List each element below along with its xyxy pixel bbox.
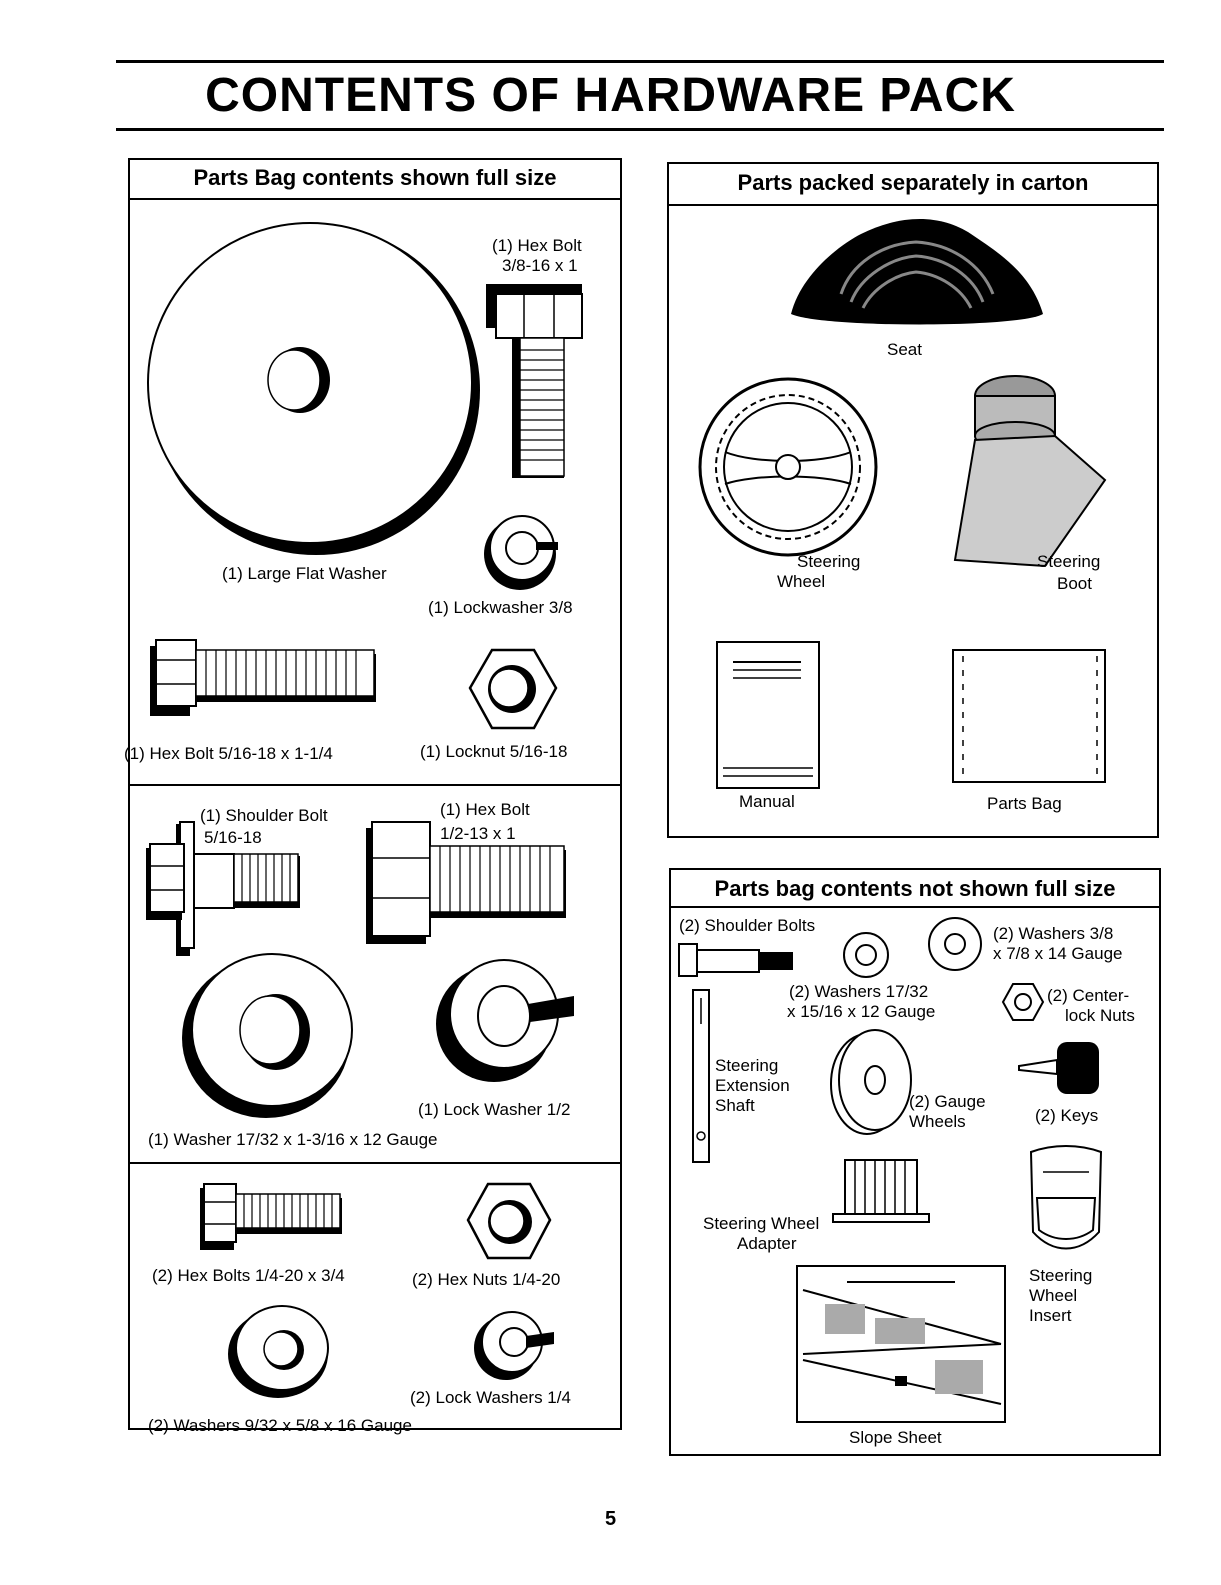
shoulder-bolts-icon: [678, 943, 793, 977]
panel-header-carton: Parts packed separately in carton: [669, 164, 1157, 206]
lock-washer-1-2-icon: [436, 959, 574, 1082]
steering-extension-shaft-icon: [692, 989, 710, 1163]
label-ext-shaft-2: Extension: [715, 1076, 790, 1095]
label-slope-sheet: Slope Sheet: [849, 1428, 942, 1447]
label-seat: Seat: [887, 340, 922, 359]
label-hex-bolt-3-8: (1) Hex Bolt: [492, 236, 582, 255]
label-hex-bolt-1-2: (1) Hex Bolt: [440, 800, 530, 819]
parts-bag-not-full-size-panel: Parts bag contents not shown full size (…: [669, 868, 1161, 1456]
hex-bolt-5-16-icon: [150, 639, 376, 716]
label-centerlock-nuts: (2) Center-: [1047, 986, 1130, 1005]
label-adapter-2: Adapter: [737, 1234, 797, 1253]
washer-17-32-icon: [182, 953, 353, 1118]
label-shoulder-bolt: (1) Shoulder Bolt: [200, 806, 328, 825]
label-ext-shaft: Steering: [715, 1056, 779, 1075]
shoulder-bolt-icon: [146, 821, 300, 956]
label-hex-bolt-1-2-size: 1/2-13 x 1: [440, 824, 516, 843]
parts-bag-full-size-panel: Parts Bag contents shown full size (1) H…: [124, 158, 622, 1435]
hex-nuts-1-4-icon: [466, 1182, 552, 1260]
label-washers-17-32: (2) Washers 17/32: [789, 982, 929, 1001]
panel-header-not-full-size: Parts bag contents not shown full size: [671, 870, 1159, 908]
label-washers-17-32-size: x 15/16 x 12 Gauge: [787, 1002, 936, 1021]
label-steering-boot-2: Boot: [1057, 574, 1092, 593]
label-hex-nuts-1-4: (2) Hex Nuts 1/4-20: [412, 1270, 561, 1289]
centerlock-nuts-icon: [1001, 983, 1045, 1021]
label-gauge-wheels-2: Wheels: [909, 1112, 966, 1131]
label-insert-3: Insert: [1029, 1306, 1072, 1325]
hex-bolt-1-2-icon: [366, 821, 566, 944]
hex-bolts-1-4-icon: [200, 1183, 342, 1250]
lockwasher-3-8-icon: [484, 515, 558, 590]
label-steering-wheel-2: Wheel: [777, 572, 826, 591]
section-divider-2: [130, 1162, 620, 1164]
locknut-5-16-icon: [468, 648, 558, 730]
gauge-wheels-icon: [830, 1029, 912, 1135]
label-steering-wheel: Steering: [797, 552, 861, 571]
label-washers-9-32: (2) Washers 9/32 x 5/8 x 16 Gauge: [148, 1416, 412, 1435]
label-large-flat-washer: (1) Large Flat Washer: [222, 564, 387, 583]
washers-9-32-icon: [228, 1305, 329, 1398]
page-number: 5: [604, 1508, 617, 1530]
lock-washers-1-4-icon: [474, 1311, 554, 1380]
large-flat-washer-icon: [147, 222, 480, 555]
label-ext-shaft-3: Shaft: [715, 1096, 755, 1115]
seat-icon: [791, 219, 1043, 325]
label-lock-washer-1-2: (1) Lock Washer 1/2: [418, 1100, 571, 1119]
slope-sheet-icon: [796, 1265, 1006, 1423]
label-shoulder-bolts: (2) Shoulder Bolts: [679, 916, 816, 935]
label-washers-3-8: (2) Washers 3/8: [993, 924, 1114, 943]
panel-header-full-size: Parts Bag contents shown full size: [130, 160, 620, 200]
steering-wheel-insert-icon: [1029, 1145, 1103, 1250]
label-centerlock-nuts-2: lock Nuts: [1065, 1006, 1135, 1025]
label-manual: Manual: [739, 792, 795, 811]
manual-icon: [716, 641, 820, 789]
label-keys: (2) Keys: [1035, 1106, 1099, 1125]
label-lock-washers-1-4: (2) Lock Washers 1/4: [410, 1388, 571, 1407]
keys-icon: [1018, 1042, 1099, 1094]
parts-bag-icon: [952, 649, 1106, 783]
parts-packed-separately-panel: Parts packed separately in carton Seat S…: [667, 162, 1159, 838]
label-steering-boot: Steering: [1037, 552, 1101, 571]
label-hex-bolts-1-4: (2) Hex Bolts 1/4-20 x 3/4: [152, 1266, 345, 1285]
washers-3-8-icon: [928, 917, 982, 971]
label-parts-bag: Parts Bag: [987, 794, 1062, 813]
page-title: CONTENTS OF HARDWARE PACK: [205, 69, 1016, 122]
top-rule: [116, 60, 1164, 63]
steering-boot-icon: [953, 375, 1107, 568]
steering-wheel-adapter-icon: [832, 1159, 930, 1223]
label-hex-bolt-5-16: (1) Hex Bolt 5/16-18 x 1-1/4: [124, 744, 333, 763]
label-insert-2: Wheel: [1029, 1286, 1078, 1305]
label-hex-bolt-3-8-size: 3/8-16 x 1: [502, 256, 578, 275]
steering-wheel-icon: [698, 377, 878, 557]
label-washer-17-32: (1) Washer 17/32 x 1-3/16 x 12 Gauge: [148, 1130, 438, 1149]
label-adapter: Steering Wheel: [703, 1214, 820, 1233]
label-gauge-wheels: (2) Gauge: [909, 1092, 986, 1111]
washers-17-32-small-icon: [843, 932, 889, 978]
label-lockwasher-3-8: (1) Lockwasher 3/8: [428, 598, 573, 617]
label-insert: Steering: [1029, 1266, 1093, 1285]
hex-bolt-3-8-icon: [486, 284, 583, 478]
label-washers-3-8-size: x 7/8 x 14 Gauge: [993, 944, 1123, 963]
title-underline: [116, 128, 1164, 131]
label-locknut-5-16: (1) Locknut 5/16-18: [420, 742, 568, 761]
section-divider-1: [130, 784, 620, 786]
label-shoulder-bolt-size: 5/16-18: [204, 828, 262, 847]
